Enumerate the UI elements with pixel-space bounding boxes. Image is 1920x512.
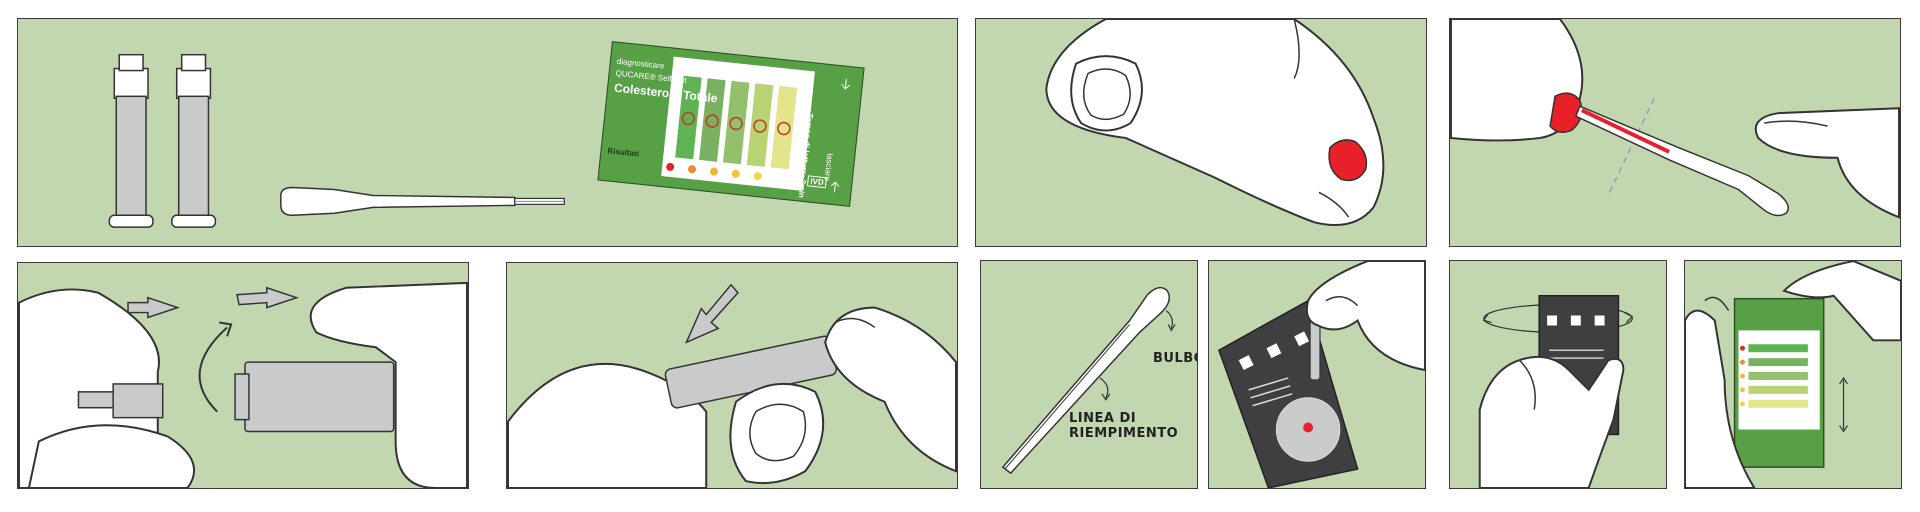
panel-insert-pipette (506, 262, 958, 489)
panel-apply-sample (1208, 260, 1426, 489)
read-result-illustration (1685, 261, 1901, 488)
finger-prick-illustration (1045, 19, 1385, 226)
collect-blood-illustration (1450, 19, 1900, 219)
label-bulb: BULBO (1153, 351, 1197, 366)
test-card: diagnosticare QUCARE® Self test Colester… (597, 41, 865, 207)
card-scale (666, 75, 851, 193)
panel-pipette-parts: BULBO LINEA DI RIEMPIMENTO (980, 260, 1198, 489)
panel-flip-card (1449, 260, 1667, 489)
pipette (280, 186, 565, 217)
panel-collect-blood (1449, 18, 1901, 247)
panel-finger-prick (975, 18, 1427, 247)
rotate-arrow-icon (219, 321, 233, 337)
flip-card-illustration (1478, 294, 1634, 488)
apply-sample-illustration (1217, 261, 1425, 488)
card-ivd-label: IVD (806, 175, 828, 189)
panel-kit-components: diagnosticare QUCARE® Self test Colester… (17, 18, 958, 247)
arrow-down-icon (684, 283, 739, 344)
arrow-left-icon (127, 296, 180, 319)
cartridge-right (171, 53, 217, 228)
cartridge-left (108, 53, 154, 228)
blood-drop (1328, 139, 1368, 182)
kit-illustration (108, 53, 565, 228)
pipette-collecting (1574, 105, 1789, 217)
label-fill-line: LINEA DI RIEMPIMENTO (1069, 411, 1179, 441)
pipette-parts-illustration (1001, 286, 1176, 475)
panel-read-result (1684, 260, 1902, 489)
insert-pipette-illustration (507, 283, 957, 488)
open-cartridge-illustration (18, 281, 468, 488)
arrow-right-icon (236, 286, 299, 309)
cartridge-body (244, 361, 395, 433)
panel-open-cartridge (17, 262, 469, 489)
